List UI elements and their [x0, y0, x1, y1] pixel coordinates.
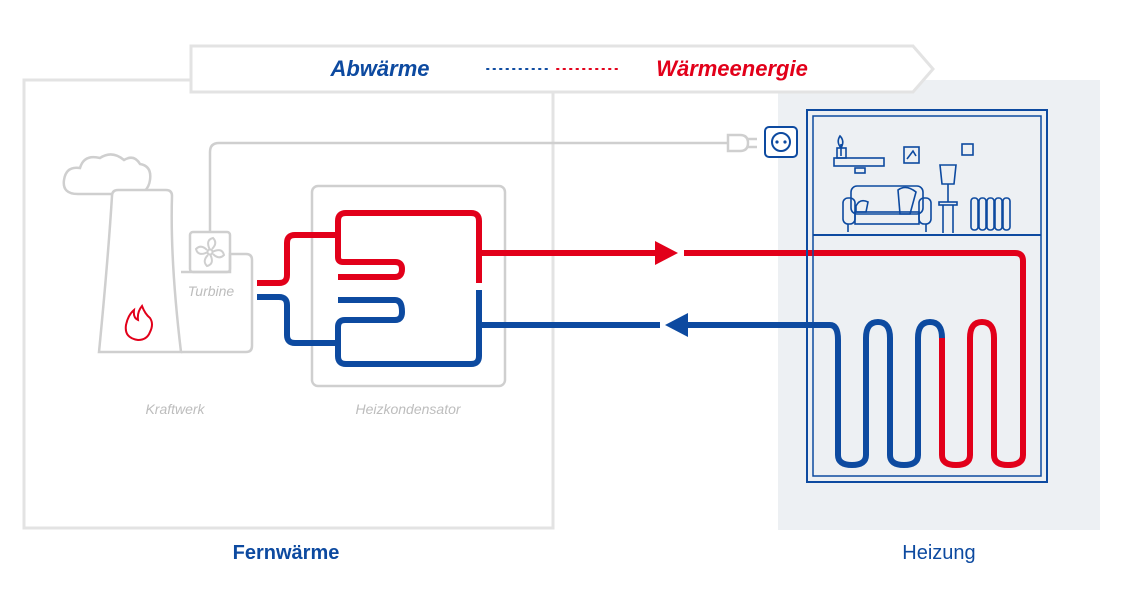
fan-icon — [188, 230, 232, 274]
picture-frame-icon — [903, 143, 974, 164]
return-arrowhead — [665, 313, 688, 337]
cooling-tower — [97, 188, 183, 354]
lamp-icon — [938, 164, 958, 233]
heizung-label: Heizung — [902, 542, 975, 564]
heizkondensator-box — [310, 184, 507, 388]
radiator-icon — [970, 197, 1011, 231]
plant-icon — [833, 134, 885, 174]
plug-icon — [726, 133, 757, 153]
house-panel — [778, 80, 1100, 530]
power-cable — [208, 141, 728, 232]
socket-icon — [764, 126, 798, 158]
flame-icon — [124, 304, 153, 342]
house-outline — [806, 109, 1048, 483]
house-inner — [812, 115, 1042, 477]
supply-line-right — [684, 250, 1026, 468]
cold-pipe-plant — [257, 290, 482, 367]
generator-body — [181, 252, 254, 354]
sofa-icon — [842, 185, 932, 232]
banner-left-label: Abwärme — [329, 56, 429, 81]
turbine-label: Turbine — [188, 283, 235, 299]
banner-right-label: Wärmeenergie — [656, 56, 808, 81]
fernwaerme-label: Fernwärme — [233, 542, 340, 564]
kraftwerk-label: Kraftwerk — [145, 401, 205, 417]
cloud-icon — [62, 153, 152, 196]
hot-pipe-plant — [257, 210, 482, 286]
heizkondensator-label: Heizkondensator — [355, 401, 461, 417]
supply-arrowhead — [655, 241, 678, 265]
return-line-right — [688, 319, 945, 468]
top-banner: Abwärme Wärmeenergie — [189, 44, 935, 94]
